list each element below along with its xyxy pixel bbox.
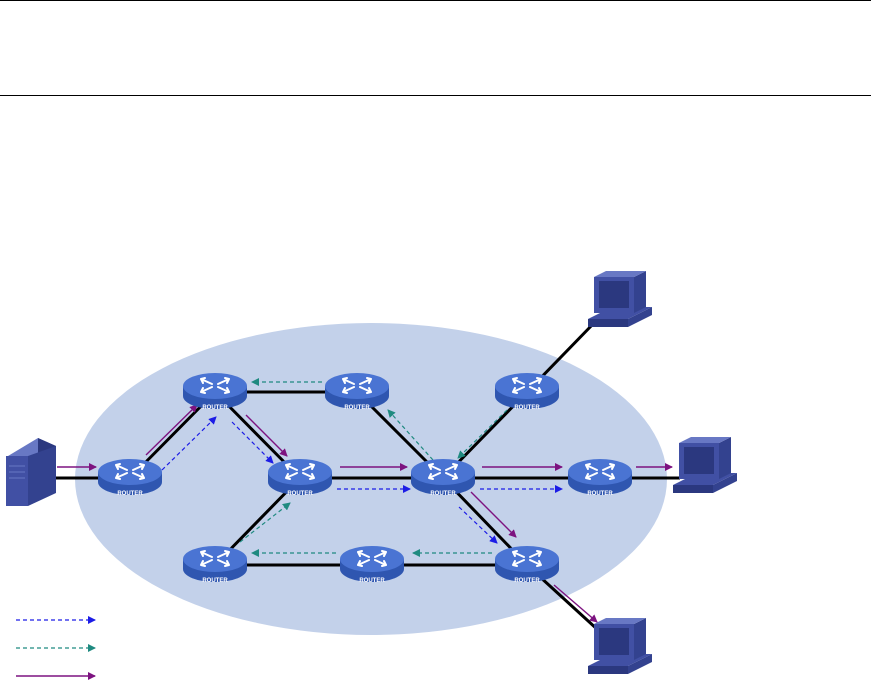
- teal-dashed-flows: [239, 378, 508, 557]
- flow-purple: [245, 414, 288, 457]
- blue-dashed-flows: [161, 416, 563, 544]
- flow-purple: [553, 584, 598, 623]
- router-label: ROUTER: [514, 405, 540, 411]
- top-rule: [0, 0, 871, 1]
- server-icon: [6, 438, 56, 506]
- router-icon: ROUTER: [97, 458, 163, 497]
- router-label: ROUTER: [287, 491, 313, 497]
- router-label: ROUTER: [202, 405, 228, 411]
- flow-purple: [145, 404, 198, 456]
- flow-blue: [231, 421, 274, 464]
- flow-teal: [387, 409, 434, 461]
- flow-blue: [161, 416, 217, 471]
- desktop-computer-icon: [588, 271, 652, 327]
- flow-blue: [458, 506, 498, 544]
- router-icon: ROUTER: [494, 545, 560, 584]
- router-label: ROUTER: [344, 405, 370, 411]
- router-label: ROUTER: [430, 491, 456, 497]
- desktop-computer-icon: [673, 437, 737, 493]
- router-label: ROUTER: [117, 491, 143, 497]
- flow-teal: [239, 502, 291, 543]
- desktop-computer-icon: [588, 618, 652, 674]
- router-icon: ROUTER: [182, 372, 248, 411]
- router-icon: ROUTER: [267, 458, 333, 497]
- router-icon: ROUTER: [567, 458, 633, 497]
- router-icon: ROUTER: [182, 545, 248, 584]
- router-icon: ROUTER: [339, 545, 405, 584]
- router-label: ROUTER: [514, 578, 540, 584]
- router-icon: ROUTER: [494, 372, 560, 411]
- header-rule: [0, 95, 871, 96]
- legend: [16, 616, 96, 680]
- router-icon: ROUTER: [324, 372, 390, 411]
- router-icon: ROUTER: [410, 458, 476, 497]
- router-label: ROUTER: [359, 578, 385, 584]
- purple-solid-flows: [57, 404, 673, 623]
- flow-teal: [457, 409, 508, 459]
- flow-purple: [470, 491, 517, 538]
- router-label: ROUTER: [202, 578, 228, 584]
- router-label: ROUTER: [587, 491, 613, 497]
